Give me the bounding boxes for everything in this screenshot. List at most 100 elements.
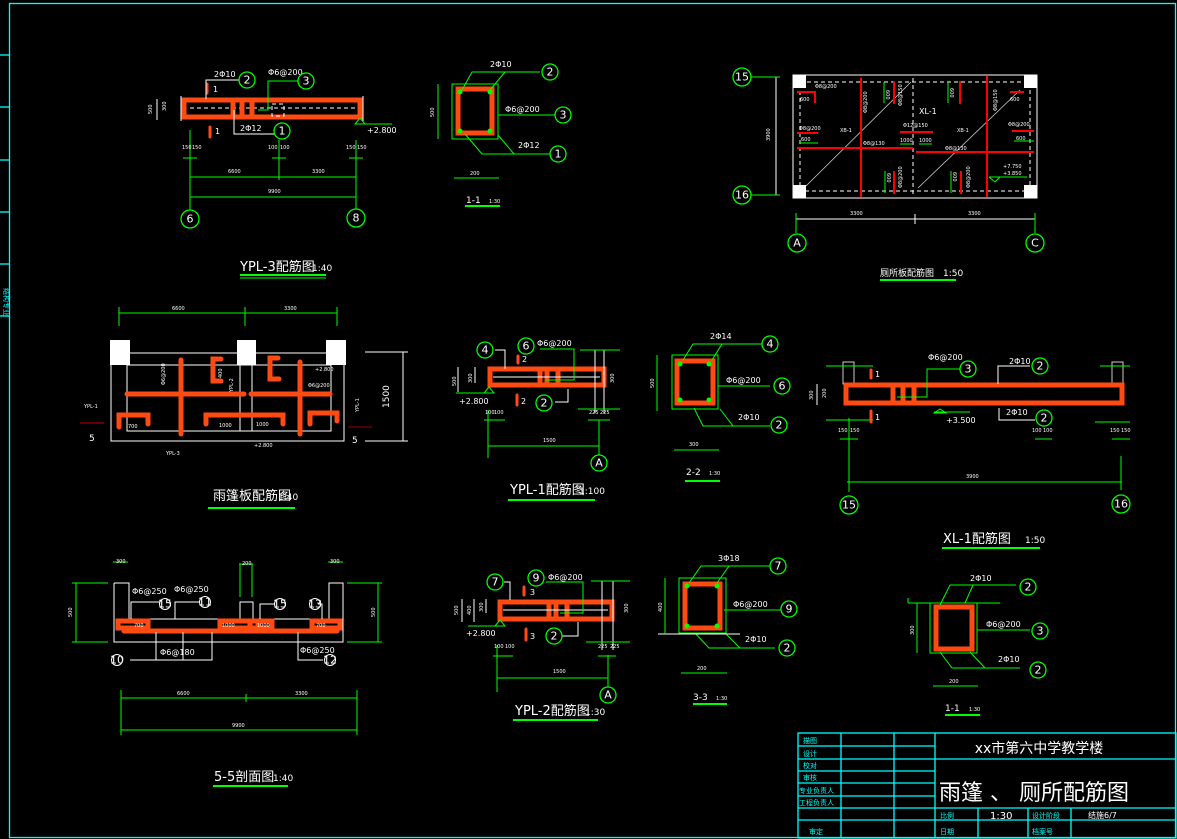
cut-mark: 2	[521, 397, 526, 406]
section-5-5[interactable]: 300 200 300 700 1000 1000 700 Φ6@250 Φ6@…	[68, 559, 382, 787]
cut-mark: 1	[875, 370, 880, 379]
rebar-mark: 3	[303, 75, 310, 88]
rebar-mark-circle	[273, 122, 291, 140]
rebar-mark: 2	[541, 397, 548, 410]
section-1-1-bottom[interactable]: 2Φ10 Φ6@200 2Φ10 2 3 2 300 200 1-1 1:30	[907, 574, 1049, 716]
rebar-label: Φ12@150	[903, 123, 928, 129]
rebar-mark: 4	[767, 338, 774, 351]
dim-text: 3300	[968, 211, 981, 217]
rebar-mark: 3	[560, 109, 567, 122]
ypl3-detail[interactable]: 1 1 2Φ10 Φ6@200 2Φ12 2 3 1 +2.800 500 30…	[148, 68, 397, 279]
axis-label: 16	[735, 189, 749, 202]
section-1-1-top[interactable]: 2Φ10 Φ6@200 2Φ12 2 3 1 500 200 1-1 1:30	[430, 60, 572, 207]
ypl2-scale: 1:30	[585, 708, 605, 718]
rebar-mark: 2	[551, 630, 558, 643]
rebar-label: Φ8@200	[1008, 122, 1030, 128]
dim-text: 200	[242, 561, 252, 567]
dim-text: 300	[330, 559, 340, 565]
dim-text: 500	[371, 607, 377, 617]
dim-text: 9900	[268, 189, 281, 195]
ypl1-scale: 1:100	[579, 487, 605, 497]
dim-text: 100	[280, 145, 290, 151]
ypl1-detail[interactable]: 2 2 Φ6@200 4 6 2 +2.800 500 300 300 100 …	[452, 337, 620, 501]
rebar-mark-circle	[238, 71, 256, 89]
rebar-label: 2Φ14	[710, 332, 732, 341]
elevation: +3.850	[1003, 171, 1022, 177]
dim-text: 225	[610, 644, 620, 650]
dim-text: 150	[838, 428, 848, 434]
elevation: +2.800	[315, 367, 334, 373]
dim-text: 3300	[312, 169, 325, 175]
dim-text: 225	[589, 410, 599, 416]
rebar-label: Φ8@200	[863, 91, 869, 113]
section-title: 5-5剖面图	[214, 770, 274, 785]
dim-text: 150	[1110, 428, 1120, 434]
ypl2-title: YPL-2配筋图	[514, 703, 590, 719]
dim-text: 6600	[177, 691, 190, 697]
rebar-mark: 2	[1041, 412, 1048, 425]
length-label: 1000	[919, 138, 932, 144]
rebar-label: Φ8@150	[993, 89, 999, 111]
xl1-detail[interactable]: 1 1 Φ6@200 2Φ10 2Φ10 3 2 2 +3.500 300 20…	[809, 353, 1131, 549]
rebar-mark: 2	[1035, 664, 1042, 677]
rebar-label: 3Φ18	[718, 554, 740, 563]
ypl3-scale: 1:40	[312, 264, 332, 274]
canopy-slab-plan[interactable]: 6600 3300 700 1000 1000 400 Φ6@200 Φ6@20…	[80, 306, 408, 509]
rebar-mark: 11	[198, 596, 212, 609]
stage-label: 设计阶段	[1032, 811, 1060, 820]
length-label: 600	[885, 173, 891, 183]
cut-mark: 1	[213, 85, 218, 94]
rebar-label: Φ8@130	[863, 141, 885, 147]
rebar-label: Φ6@250	[132, 587, 167, 596]
ypl3-beam-rebar	[181, 97, 363, 120]
side-strip-label: 结构专业	[2, 288, 11, 316]
section-3-3[interactable]: 3Φ18 Φ6@200 2Φ10 7 9 2 400 200 3-3 1:30	[658, 554, 798, 705]
dim-text: 200	[697, 666, 707, 672]
role-project-lead: 工程负责人	[799, 798, 834, 807]
dim-text: 150	[850, 428, 860, 434]
length-label: 700	[134, 623, 144, 629]
dim-text: 100	[494, 644, 504, 650]
axis-label: A	[793, 237, 801, 250]
section-scale: 1:30	[716, 696, 727, 702]
rebar-label: Φ8@200	[815, 84, 837, 90]
ypl3-title: YPL-3配筋图	[239, 259, 315, 275]
axis-label: 16	[1114, 498, 1128, 511]
dim-text: 300	[162, 101, 168, 111]
rebar-label: Φ6@250	[300, 646, 335, 655]
section-mark: 5	[352, 436, 358, 446]
rebar-label: Φ8@130	[945, 146, 967, 152]
length-label: 600	[800, 97, 810, 103]
toilet-title: 厕所板配筋图	[880, 267, 934, 279]
rebar-mark: 2	[784, 642, 791, 655]
toilet-slab-plan[interactable]: Φ8@200 Φ8@200 Φ12@150 Φ8@130 Φ8@130 Φ8@2…	[732, 67, 1045, 281]
rebar-label: Φ8@200	[898, 166, 904, 188]
rebar-label: 2Φ10	[970, 574, 992, 583]
dim-text: 400	[658, 602, 664, 612]
length-label: 1000	[256, 422, 269, 428]
ypl3-stirrup-label: Φ6@200	[268, 68, 303, 77]
rebar-label: 2Φ10	[998, 655, 1020, 664]
approve-label: 审定	[809, 827, 823, 836]
ypl2-detail[interactable]: 3 3 Φ6@200 7 9 2 +2.800 500 400 300 300 …	[454, 569, 630, 721]
rebar-label: Φ6@180	[160, 648, 195, 657]
dim-text: 100	[1032, 428, 1042, 434]
ypl3-elevation: +2.800	[367, 126, 397, 135]
section-title: 1-1	[945, 704, 960, 714]
title-block: 描图 设计 校对 审核 专业负责人 工程负责人 审定 xx市第六中学教学楼 雨篷…	[797, 732, 1177, 839]
rebar-mark: 4	[482, 344, 489, 357]
rebar-label: Φ6@200	[928, 353, 963, 362]
dim-text: 500	[68, 607, 74, 617]
section-2-2[interactable]: 2Φ14 Φ6@200 2Φ10 4 6 2 500 300 2-2 1:30	[650, 332, 791, 482]
section-title: 1-1	[466, 196, 481, 206]
rebar-mark: 2	[244, 74, 251, 87]
rebar-mark: 10	[110, 654, 124, 667]
canopy-title: 雨篷板配筋图	[213, 488, 291, 504]
section-mark: 5	[89, 434, 95, 444]
length-label: 600	[1010, 97, 1020, 103]
length-label: 600	[948, 88, 954, 98]
section-scale: 1:30	[709, 471, 720, 477]
dim-text: 100	[268, 145, 278, 151]
cut-mark: 3	[530, 588, 535, 597]
